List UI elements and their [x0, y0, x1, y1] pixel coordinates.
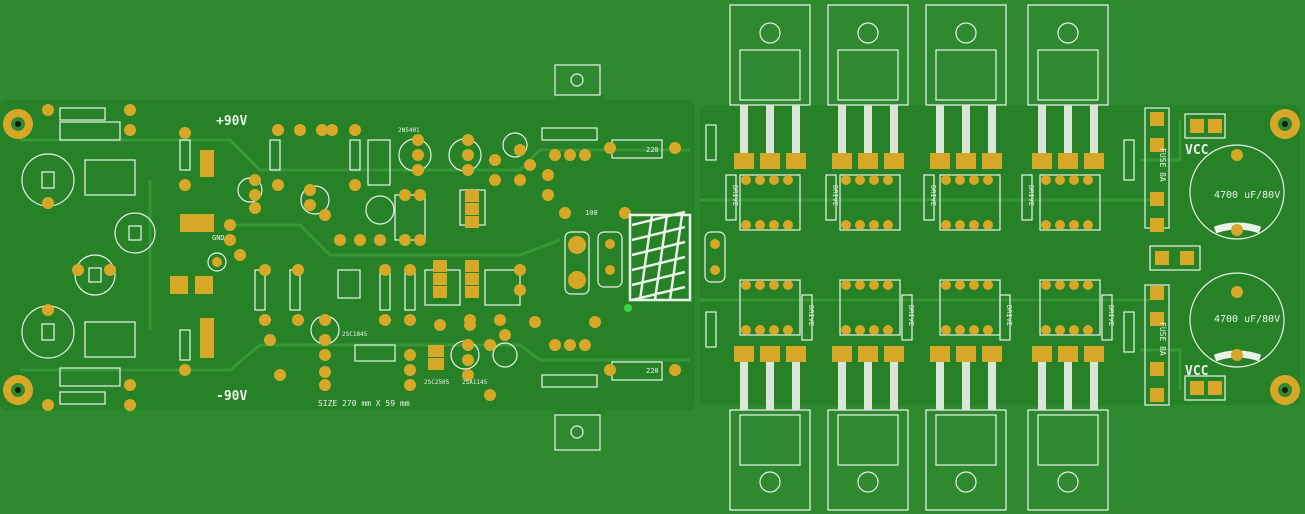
output-transistors-bottom [729, 346, 1109, 511]
fuse-holders [1123, 107, 1170, 406]
board-size-label: SIZE 270 mm X 59 mm [318, 399, 410, 408]
power-connectors [1149, 113, 1226, 401]
driver-transistors [529, 64, 681, 451]
q-2sa1145-label: 2SA1145 [462, 379, 488, 386]
silkscreen-labels: +90V -90V GND VCC VCC 4700 uF/80V 4700 u… [212, 114, 1280, 408]
mounting-holes [3, 109, 1300, 405]
left-pads [42, 104, 554, 411]
neg-rail-label: -90V [216, 389, 247, 404]
fuse-bottom-label: FUSE 8A [1158, 322, 1167, 356]
cap-bottom-label: 4700 uF/80V [1214, 314, 1280, 325]
filter-capacitors [1189, 144, 1285, 368]
vcc-bottom-label: VCC [1185, 364, 1208, 379]
emitter-resistor-banks [725, 174, 1113, 341]
vcc-top-label: VCC [1185, 143, 1208, 158]
fuse-top-label: FUSE 8A [1158, 148, 1167, 182]
drive-label-5: DRIVE [807, 305, 815, 326]
output-inductor [628, 210, 692, 302]
q-2sc1845-label: 2SC1845 [342, 331, 368, 338]
gnd-label: GND [212, 234, 225, 242]
drive-label-2: DRIVE [831, 185, 839, 206]
drive-label-4: DRIVE [1027, 185, 1035, 206]
res-100: 100 [585, 209, 598, 217]
drive-label-6: DRIVE [907, 305, 915, 326]
drive-label-7: DRIVE [1005, 305, 1013, 326]
res-220-bottom: 220 [646, 367, 659, 375]
drive-label-3: DRIVE [929, 185, 937, 206]
bias-pads [704, 124, 726, 348]
q-2n5401-label: 2N5401 [398, 127, 420, 134]
gnd-test-point [207, 252, 227, 272]
drive-label-1: DRIVE [731, 185, 739, 206]
res-220-top: 220 [646, 146, 659, 154]
pos-rail-label: +90V [216, 114, 247, 129]
drive-label-8: DRIVE [1107, 305, 1115, 326]
q-2sc2505-label: 2SC2505 [424, 379, 450, 386]
cap-top-label: 4700 uF/80V [1214, 190, 1280, 201]
output-transistors-top [729, 4, 1109, 169]
led-indicator [624, 304, 632, 312]
